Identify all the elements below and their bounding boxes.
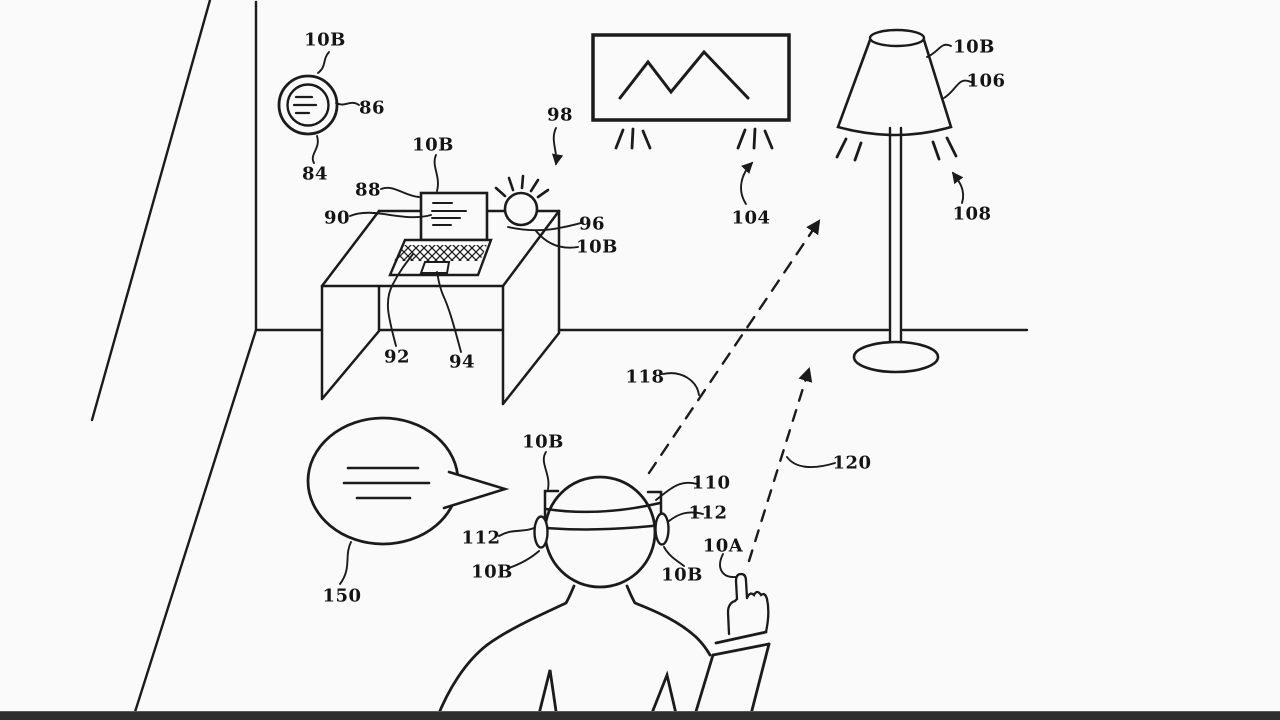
user-arm — [692, 630, 771, 720]
ref-label-86: 86 — [358, 97, 386, 119]
user-head — [543, 475, 657, 589]
ref-label-88: 88 — [354, 179, 382, 201]
hmd-earpiece-left — [533, 515, 549, 549]
lamp-shade — [836, 38, 953, 137]
leader-lines — [311, 43, 972, 585]
lamp-pole — [888, 126, 903, 355]
lamp-output-rays — [835, 136, 958, 162]
ref-label-84: 84 — [301, 163, 329, 185]
wall-clock-display — [277, 74, 339, 136]
ref-label-92: 92 — [383, 346, 411, 368]
speech-bubble — [306, 416, 510, 546]
ref-label-112-right: 112 — [688, 502, 728, 524]
ref-label-10b-laptop: 10B — [412, 134, 454, 156]
ref-label-10b-clock: 10B — [304, 29, 346, 51]
wall-display-output-rays — [614, 127, 774, 150]
laptop-keyboard — [394, 245, 487, 261]
hmd-earpiece-right — [654, 512, 670, 546]
lamp-base — [852, 340, 940, 374]
dashed-arrow-gesture — [747, 366, 813, 563]
mountain-image — [618, 49, 750, 100]
ref-label-10b-ear-right: 10B — [661, 564, 703, 586]
smart-speaker — [494, 174, 550, 227]
ref-label-96: 96 — [578, 213, 606, 235]
ref-label-106: 106 — [966, 70, 1006, 92]
ref-label-110: 110 — [691, 472, 731, 494]
ref-label-120: 120 — [832, 452, 872, 474]
clock-content-lines — [292, 95, 318, 115]
user-torso — [435, 584, 712, 720]
ref-label-90: 90 — [323, 207, 351, 229]
room-walls — [90, 0, 1029, 714]
dashed-arrow-gaze — [647, 219, 821, 475]
laptop — [388, 191, 493, 277]
ref-label-118: 118 — [625, 366, 665, 388]
ref-label-10b-lamp: 10B — [953, 36, 995, 58]
ref-label-150: 150 — [322, 585, 362, 607]
ref-label-98: 98 — [546, 104, 574, 126]
wall-display — [591, 33, 791, 150]
user-with-hmd — [435, 475, 771, 720]
dashed-arrows — [647, 219, 821, 563]
ref-label-10b-speaker: 10B — [576, 236, 618, 258]
ref-label-108: 108 — [952, 203, 992, 225]
ref-label-104: 104 — [731, 207, 771, 229]
ref-label-112-left: 112 — [461, 527, 501, 549]
ref-label-10a-hand: 10A — [702, 535, 744, 557]
bottom-edge-bar — [0, 711, 1280, 720]
floor-lamp — [835, 28, 958, 374]
lamp-shade-top — [868, 28, 926, 48]
laptop-screen — [419, 191, 489, 242]
speaker-output-rays — [494, 174, 550, 199]
laptop-screen-content-lines — [431, 202, 467, 226]
laptop-trackpad — [419, 261, 451, 274]
desk — [320, 209, 561, 406]
ref-label-94: 94 — [448, 351, 476, 373]
ref-label-10b-hmd: 10B — [522, 431, 564, 453]
user-hand-pointing — [726, 572, 770, 636]
speech-bubble-text-lines — [342, 466, 431, 500]
ref-label-10b-ear-left: 10B — [471, 561, 513, 583]
